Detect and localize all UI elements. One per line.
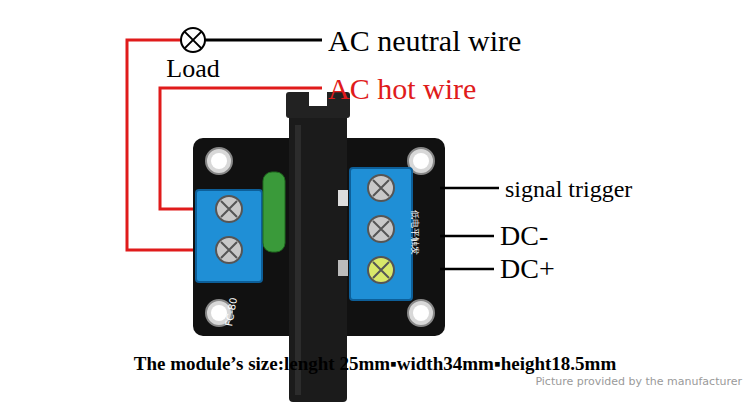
varistor [263,172,285,252]
caption: The module’s size:lenght 25mm▪width34mm▪… [134,354,616,373]
signal-name: signal trigger [505,177,632,201]
load-lamp: Load [150,26,236,84]
lamp-circle [181,28,205,52]
lamp-symbol [150,26,236,54]
leader-line [440,235,494,238]
pin-name: DC- [500,222,548,250]
neutral-wire [205,39,322,42]
ac-terminal-block [196,190,262,282]
wire-label: AC neutral wire [328,26,521,56]
lamp-cross [185,32,202,49]
led [338,190,348,206]
leader-line [440,187,499,190]
dc-terminal-block [350,168,412,300]
board-marking: 低电平触发 [410,210,419,255]
leader-line [440,268,494,271]
resistor [338,260,348,276]
pin-name: DC+ [500,255,555,283]
wire-label: AC hot wire [328,74,476,104]
load-label: Load [166,56,219,82]
watermark: Picture provided by the manufacturer [535,376,742,387]
